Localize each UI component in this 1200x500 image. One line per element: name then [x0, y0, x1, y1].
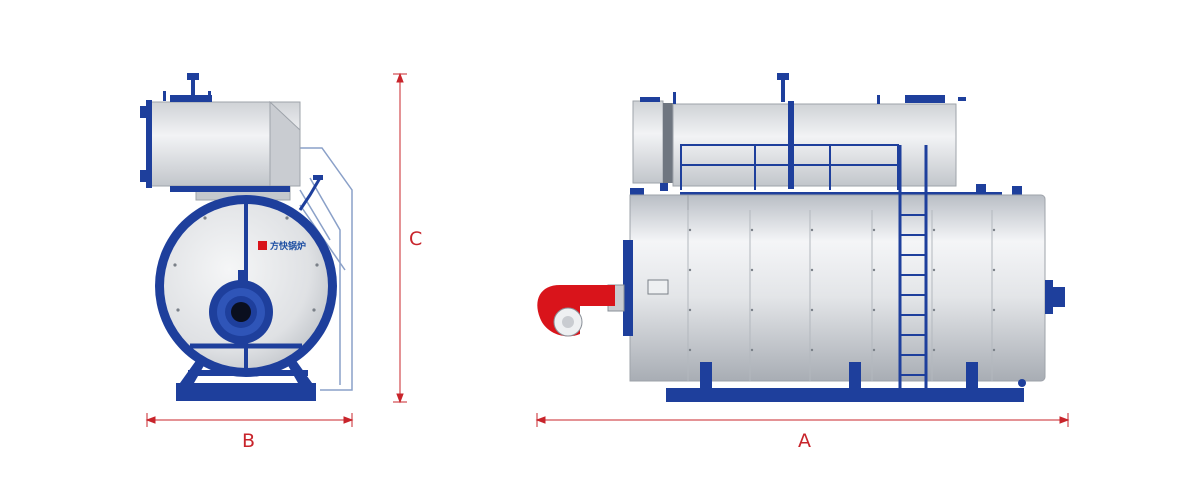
- dimension-label-c: C: [409, 228, 422, 250]
- side-ladder-outline: [299, 147, 353, 391]
- access-ladder: [898, 145, 928, 392]
- front-flue-box: [140, 73, 301, 188]
- side-shell: [629, 194, 1046, 382]
- side-view: [537, 73, 1065, 402]
- dimension-lines: [145, 72, 1070, 427]
- front-view: 方快锅炉: [140, 73, 353, 401]
- side-base-frame: [666, 362, 1024, 402]
- front-gauge-pipe: [298, 177, 322, 211]
- shell-rivets: [688, 228, 996, 352]
- dimension-label-a: A: [798, 430, 811, 452]
- front-face-bolts: [173, 216, 319, 312]
- top-railing: [680, 144, 899, 190]
- burner-port-opening: [231, 302, 251, 322]
- brand-logo-icon: [258, 241, 267, 250]
- brand-label: 方快锅炉: [258, 240, 306, 252]
- brand-name: 方快锅炉: [270, 240, 306, 252]
- rear-fittings: [1018, 280, 1065, 387]
- name-plate: [647, 279, 669, 295]
- burner: [537, 284, 625, 337]
- dimension-label-b: B: [242, 430, 255, 452]
